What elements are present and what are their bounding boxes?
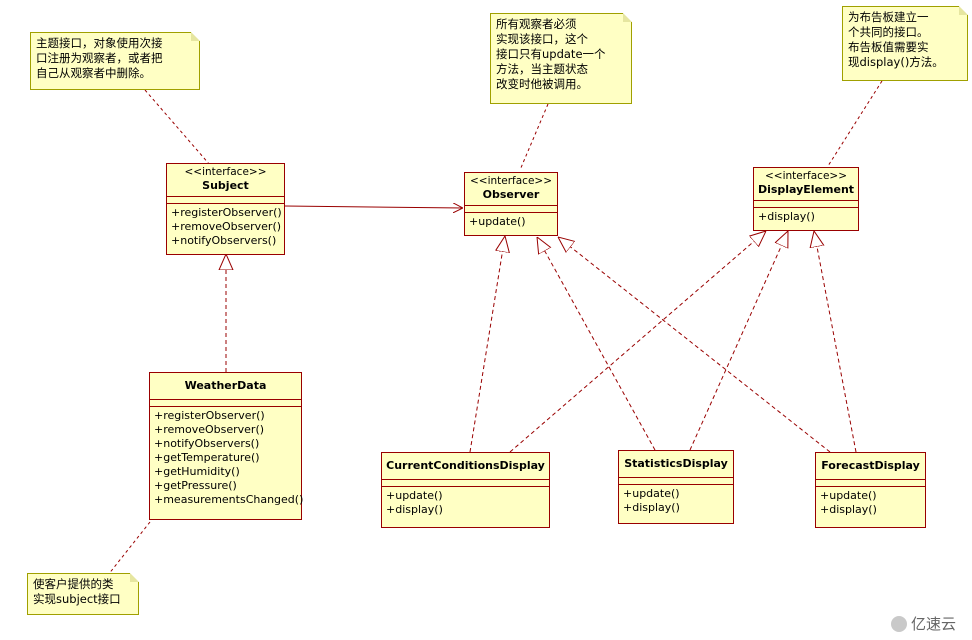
operation: +update() [820, 489, 877, 502]
stereotype-label: <<interface>> [184, 166, 267, 178]
operations-compartment: +update() +display() [382, 487, 549, 519]
operations-compartment: +update() +display() [619, 485, 733, 517]
class-name: Observer [482, 188, 540, 201]
watermark-text: 亿速云 [910, 615, 956, 633]
operations-compartment: +registerObserver() +removeObserver() +n… [167, 204, 284, 250]
stereotype-label: <<interface>> [764, 170, 848, 182]
class-header: <<interface>> DisplayElement [754, 168, 858, 201]
note-line: 布告板值需要实 [848, 40, 929, 54]
note-line: 个共同的接口。 [848, 25, 929, 39]
class-header: StatisticsDisplay [619, 451, 733, 478]
class-header: CurrentConditionsDisplay [382, 453, 549, 480]
realization-current-observer [469, 236, 505, 453]
class-header: ForecastDisplay [816, 453, 925, 480]
note-line: 实现subject接口 [33, 592, 121, 606]
class-weather-data[interactable]: WeatherData +registerObserver() +removeO… [149, 372, 304, 520]
note-anchor-weather [107, 521, 151, 576]
class-current-conditions-display[interactable]: CurrentConditionsDisplay +update() +disp… [381, 452, 550, 528]
class-name: CurrentConditionsDisplay [386, 459, 545, 472]
attributes-compartment [465, 206, 557, 213]
operation: +getPressure() [154, 479, 237, 492]
note-line: 实现该接口，这个 [496, 32, 588, 46]
operation: +registerObserver() [171, 206, 282, 219]
class-observer[interactable]: <<interface>> Observer +update() [464, 172, 558, 236]
class-header: <<interface>> Subject [167, 164, 284, 197]
watermark: 亿速云 [890, 613, 956, 634]
realization-forecast-observer [558, 237, 831, 453]
class-display-element[interactable]: <<interface>> DisplayElement +display() [753, 167, 859, 231]
class-subject[interactable]: <<interface>> Subject +registerObserver(… [166, 163, 285, 255]
note-anchor-observer [519, 103, 549, 171]
realization-forecast-display [814, 231, 857, 453]
class-statistics-display[interactable]: StatisticsDisplay +update() +display() [618, 450, 734, 524]
note-line: 主题接口，对象使用次接 [36, 36, 163, 50]
note-observer: 所有观察者必须 实现该接口，这个 接口只有update一个 方法，当主题状态 改… [490, 13, 632, 104]
operation: +update() [623, 487, 680, 500]
operation: +display() [386, 503, 443, 516]
operations-compartment: +update() +display() [816, 487, 925, 519]
attributes-compartment [754, 201, 858, 208]
attributes-compartment [619, 478, 733, 485]
operation: +display() [820, 503, 877, 516]
note-line: 为布告板建立一 [848, 10, 929, 24]
operation: +registerObserver() [154, 409, 265, 422]
class-header: <<interface>> Observer [465, 173, 557, 206]
note-line: 接口只有update一个 [496, 47, 606, 61]
class-name: WeatherData [184, 379, 267, 392]
attributes-compartment [816, 480, 925, 487]
operation: +display() [623, 501, 680, 514]
note-subject: 主题接口，对象使用次接 口注册为观察者，或者把 自己从观察者中删除。 [30, 32, 200, 90]
note-weather-data: 使客户提供的类 实现subject接口 [27, 573, 139, 615]
operation: +removeObserver() [154, 423, 265, 436]
operation: +getTemperature() [154, 451, 260, 464]
attributes-compartment [382, 480, 549, 487]
note-line: 方法，当主题状态 [496, 62, 588, 76]
note-anchor-display [827, 80, 883, 167]
operation: +update() [386, 489, 443, 502]
attributes-compartment [167, 197, 284, 204]
note-anchor-subject [144, 89, 211, 166]
note-line: 自己从观察者中删除。 [36, 66, 151, 80]
class-name: DisplayElement [757, 183, 855, 196]
note-line: 使客户提供的类 [33, 577, 114, 591]
note-fold [623, 13, 632, 22]
operation: +notifyObservers() [154, 437, 260, 450]
class-header: WeatherData [150, 373, 301, 400]
class-name: StatisticsDisplay [624, 457, 728, 470]
association-subject-observer [284, 206, 463, 208]
note-fold [130, 573, 139, 582]
operation: +removeObserver() [171, 220, 282, 233]
operation: +display() [758, 210, 815, 223]
realization-statistics-display [689, 231, 788, 451]
note-display-element: 为布告板建立一 个共同的接口。 布告板值需要实 现display()方法。 [842, 6, 968, 81]
attributes-compartment [150, 400, 301, 407]
realization-current-display [509, 231, 766, 453]
operations-compartment: +display() [754, 208, 858, 226]
class-name: Subject [202, 179, 249, 192]
stereotype-label: <<interface>> [469, 175, 553, 187]
class-forecast-display[interactable]: ForecastDisplay +update() +display() [815, 452, 926, 528]
note-fold [191, 32, 200, 41]
operations-compartment: +update() [465, 213, 557, 231]
operation: +measurementsChanged() [154, 493, 304, 506]
watermark-logo-icon [890, 616, 907, 632]
note-fold [959, 6, 968, 15]
operation: +getHumidity() [154, 465, 240, 478]
operation: +update() [469, 215, 526, 228]
operation: +notifyObservers() [171, 234, 277, 247]
operations-compartment: +registerObserver() +removeObserver() +n… [150, 407, 304, 509]
note-line: 改变时他被调用。 [496, 77, 588, 91]
class-name: ForecastDisplay [821, 459, 920, 472]
realization-statistics-observer [537, 237, 656, 451]
note-line: 所有观察者必须 [496, 17, 577, 31]
note-line: 口注册为观察者，或者把 [36, 51, 163, 65]
note-line: 现display()方法。 [848, 55, 944, 69]
